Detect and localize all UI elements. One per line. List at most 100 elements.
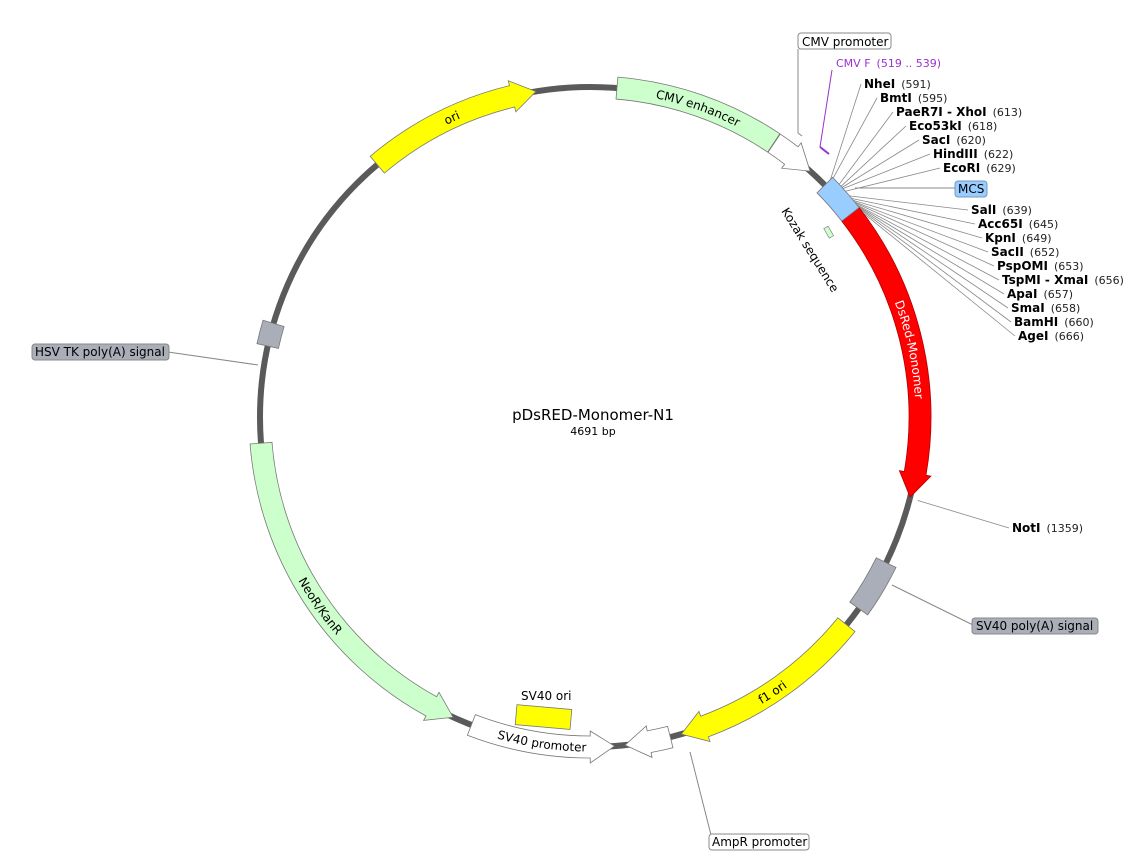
site-leader-apai xyxy=(850,201,1005,295)
site-label-nhei[interactable]: NheI (591) xyxy=(864,77,931,91)
site-label-apai[interactable]: ApaI(657) xyxy=(1007,287,1073,301)
site-pos-apai: (657) xyxy=(1043,288,1073,301)
site-leader-kpni xyxy=(848,198,983,239)
site-pos-saci: (620) xyxy=(956,134,986,147)
site-label-kpni[interactable]: KpnI (649) xyxy=(985,231,1052,245)
site-pos-ecori: (629) xyxy=(986,162,1016,175)
plasmid-name: pDsRED-Monomer-N1 xyxy=(512,406,674,424)
site-label-paer7i-xhoi[interactable]: PaeR7I - XhoI (613) xyxy=(896,105,1022,119)
site-label-saci[interactable]: SacI (620) xyxy=(922,133,986,147)
cmv-f-primer-label: CMV F(519 .. 539) xyxy=(836,57,941,70)
hsv-tk-polya-callout-box xyxy=(31,343,170,361)
feature-arc-4[interactable] xyxy=(849,557,897,616)
site-name-bmti: BmtI xyxy=(880,91,912,105)
site-leader-agei xyxy=(852,204,1016,337)
site-name-tspmi-xmai: TspMI - XmaI xyxy=(1002,273,1088,287)
cmv-f-primer-mark[interactable] xyxy=(819,146,830,155)
site-pos-kpni: (649) xyxy=(1022,232,1052,245)
feature-arc-2[interactable] xyxy=(767,133,811,172)
site-leader-sacii xyxy=(848,199,989,253)
site-label-sacii[interactable]: SacII (652) xyxy=(991,245,1059,259)
cmv-f-primer-range: (519 .. 539) xyxy=(877,57,942,70)
site-pos-sacii: (652) xyxy=(1030,246,1060,259)
kozak-sequence-bar[interactable] xyxy=(823,225,835,239)
f1-ori-feature[interactable] xyxy=(680,617,856,743)
cmv-f-primer-leader xyxy=(819,69,833,148)
site-label-acc65i[interactable]: Acc65I (645) xyxy=(978,217,1058,231)
site-label-agei[interactable]: AgeI(666) xyxy=(1018,329,1084,343)
sv40-ori-label: SV40 ori xyxy=(521,689,572,703)
ampr-promoter-callout[interactable]: AmpR promoter xyxy=(712,835,807,849)
site-label-eco53ki[interactable]: Eco53kI (618) xyxy=(909,119,997,133)
site-name-sali: SalI xyxy=(971,203,996,217)
site-name-noti: NotI xyxy=(1012,521,1041,535)
sv40-promoter-feature-label: SV40 promoter xyxy=(496,728,587,755)
site-leader-bamhi xyxy=(851,202,1012,323)
site-name-eco53ki: Eco53kI xyxy=(909,119,962,133)
ori-feature-label: ori xyxy=(442,108,462,127)
sv40-promoter-feature-label-text: SV40 promoter xyxy=(496,728,587,755)
feature-arc-6[interactable] xyxy=(624,725,674,759)
neor-kanr-feature-label-text: NeoR/KanR xyxy=(296,575,345,637)
cmv-promoter-leader xyxy=(797,49,803,137)
site-name-paer7i-xhoi: PaeR7I - XhoI xyxy=(896,105,987,119)
site-label-tspmi-xmai[interactable]: TspMI - XmaI (656) xyxy=(1002,273,1124,287)
site-pos-nhei: (591) xyxy=(901,78,931,91)
site-name-smai: SmaI xyxy=(1011,301,1045,315)
hsv-tk-polya-callout[interactable]: HSV TK poly(A) signal xyxy=(35,345,165,359)
site-leader-acc65i xyxy=(846,197,976,225)
site-pos-bmti: (595) xyxy=(918,92,948,105)
site-name-saci: SacI xyxy=(922,133,950,147)
site-label-pspomi[interactable]: PspOMI (653) xyxy=(997,259,1084,273)
feature-arc-10[interactable] xyxy=(816,176,860,222)
site-pos-tspmi-xmai: (656) xyxy=(1094,274,1124,287)
site-name-kpni: KpnI xyxy=(985,231,1016,245)
site-pos-agei: (666) xyxy=(1054,330,1084,343)
site-pos-bamhi: (660) xyxy=(1064,316,1094,329)
sv40-polya-callout-box xyxy=(971,617,1099,635)
site-label-bmti[interactable]: BmtI (595) xyxy=(880,91,947,105)
site-pos-paer7i-xhoi: (613) xyxy=(993,106,1023,119)
site-name-bamhi: BamHI xyxy=(1014,315,1058,329)
neor-kanr-feature-label-path xyxy=(257,444,452,722)
site-leader-hindiii xyxy=(839,153,931,191)
site-leader-pspomi xyxy=(849,199,995,267)
site-label-smai[interactable]: SmaI (658) xyxy=(1011,301,1080,315)
dsred-monomer-feature[interactable] xyxy=(841,207,932,498)
site-leader-nhei xyxy=(830,83,862,180)
cmv-promoter-callout-box xyxy=(797,32,892,50)
site-name-acc65i: Acc65I xyxy=(978,217,1023,231)
sv40-polya-leader xyxy=(891,584,974,626)
mcs-callout[interactable]: MCS xyxy=(958,182,984,196)
site-label-bamhi[interactable]: BamHI (660) xyxy=(1014,315,1094,329)
site-leader-tspmi-xmai xyxy=(850,200,1000,281)
neor-kanr-feature[interactable] xyxy=(249,441,454,721)
cmv-enhancer-feature[interactable] xyxy=(615,76,781,153)
site-label-sali[interactable]: SalI (639) xyxy=(971,203,1032,217)
ori-feature[interactable] xyxy=(369,80,537,174)
site-label-ecori[interactable]: EcoRI(629) xyxy=(943,161,1016,175)
cmv-promoter-callout[interactable]: CMV promoter xyxy=(802,35,889,49)
restriction-site-labels: NheI(591)BmtI(595)PaeR7I - XhoI(613)Eco5… xyxy=(864,77,1124,535)
site-name-pspomi: PspOMI xyxy=(997,259,1048,273)
site-label-hindiii[interactable]: HindIII (622) xyxy=(933,147,1013,161)
site-name-sacii: SacII xyxy=(991,245,1024,259)
kozak-sequence-label: Kozak sequence xyxy=(778,205,841,295)
site-label-noti[interactable]: NotI(1359) xyxy=(1012,521,1083,535)
sv40-promoter-feature[interactable] xyxy=(466,714,616,764)
site-pos-smai: (658) xyxy=(1051,302,1081,315)
sv40-ori-bar[interactable] xyxy=(514,704,573,730)
site-name-hindiii: HindIII xyxy=(933,147,978,161)
site-pos-hindiii: (622) xyxy=(984,148,1014,161)
ampr-promoter-callout-box xyxy=(708,833,810,851)
sv40-polya-callout[interactable]: SV40 poly(A) signal xyxy=(976,619,1093,633)
feature-arc-9[interactable] xyxy=(256,319,285,349)
site-pos-sali: (639) xyxy=(1002,204,1032,217)
ampr-promoter-leader xyxy=(689,751,712,836)
site-pos-acc65i: (645) xyxy=(1029,218,1059,231)
site-pos-pspomi: (653) xyxy=(1054,260,1084,273)
site-leader-noti xyxy=(917,500,1010,529)
site-name-nhei: NheI xyxy=(864,77,895,91)
site-pos-eco53ki: (618) xyxy=(968,120,998,133)
